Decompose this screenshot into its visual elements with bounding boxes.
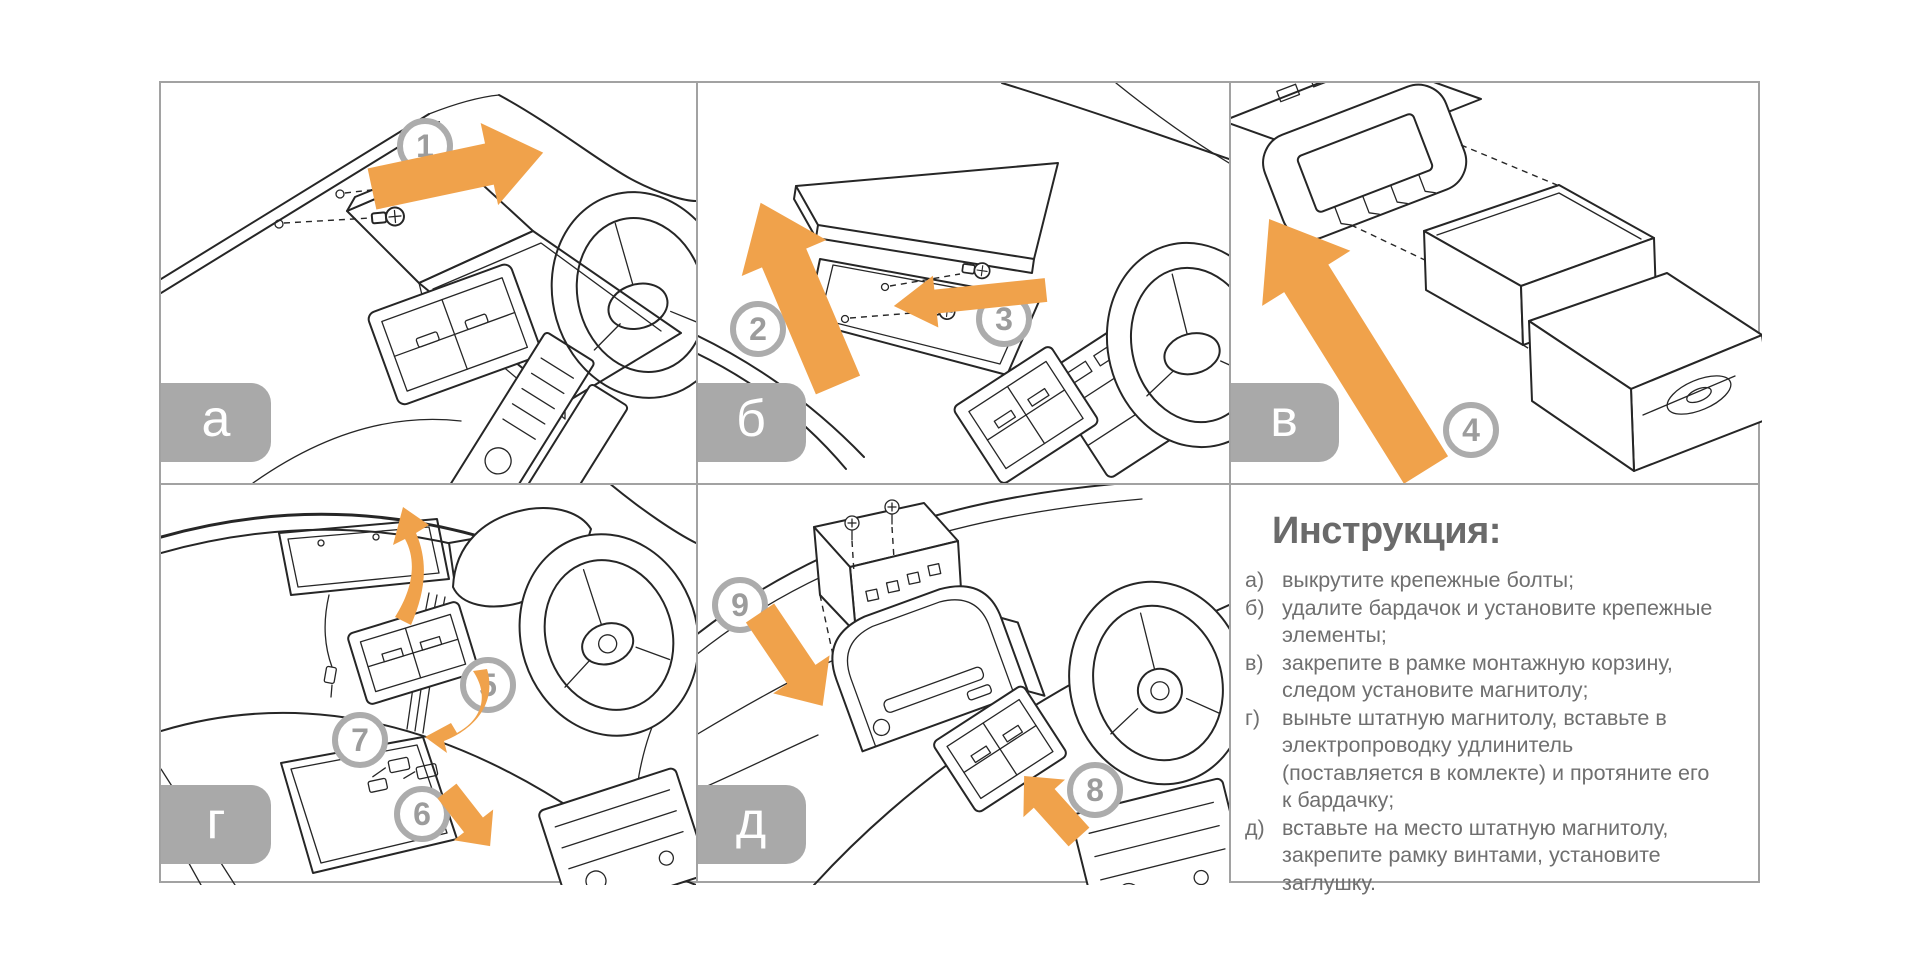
panel-label-a: а (161, 383, 271, 462)
diagram-frame: 1 а (159, 81, 1762, 895)
instruction-item: д) вставьте на место штатную магнитолу, … (1245, 815, 1738, 898)
plate-slots (1276, 83, 1334, 103)
step-badge-9: 9 (712, 577, 768, 633)
center-console (445, 332, 629, 483)
panel-d: 9 8 д (696, 483, 1229, 885)
step-number: 7 (351, 722, 369, 758)
curved-arrow-up (393, 507, 429, 625)
arrow-step-5 (425, 669, 490, 753)
panel-g-illustration: 5 7 6 (161, 483, 696, 885)
arrow-step-1 (367, 122, 544, 210)
panel-label-b: б (696, 383, 806, 462)
steering-wheel (518, 533, 696, 737)
item-text: вставьте на место штатную магнитолу, зак… (1282, 815, 1669, 895)
screw-icon (370, 206, 405, 227)
item-text: удалите бардачок и установите крепежные … (1282, 595, 1713, 648)
panel-a-illustration: 1 (161, 94, 696, 483)
arrow-step-2 (741, 202, 861, 395)
panel-label-d: д (696, 785, 806, 864)
vent-grille (953, 346, 1099, 483)
step-number: 6 (413, 796, 431, 832)
item-text: закрепите в рамке монтажную корзину, сле… (1282, 650, 1673, 703)
steering-wheel (1068, 580, 1229, 786)
step-number: 4 (1462, 412, 1480, 448)
panel-v-illustration: 4 (1229, 83, 1762, 483)
arrow-step-4 (1262, 218, 1449, 483)
instructions-list: а) выкрутите крепежные болты; б) удалите… (1245, 567, 1738, 897)
panel-b: 2 3 б (696, 83, 1229, 483)
panel-g: 5 7 6 г (161, 483, 696, 885)
item-marker: д) (1245, 815, 1265, 840)
head-unit (831, 585, 1046, 753)
center-console (1070, 777, 1229, 885)
item-text: выньте штатную магнитолу, вставьте в эле… (1282, 705, 1710, 813)
step-badge-6: 6 (394, 786, 450, 842)
instructions-panel: Инструкция: а) выкрутите крепежные болты… (1229, 483, 1762, 895)
instructions-title: Инструкция: (1272, 510, 1501, 552)
vent-grille (347, 601, 479, 705)
panel-v: 4 в (1229, 83, 1762, 483)
arrow-step-9 (745, 603, 830, 706)
exploded-view-line-art (1229, 83, 1762, 472)
item-marker: а) (1245, 568, 1265, 592)
item-marker: в) (1245, 650, 1264, 675)
step-number: 9 (731, 587, 749, 623)
steering-wheel (1105, 241, 1229, 449)
screw-icon (961, 262, 991, 280)
step-number: 3 (995, 301, 1013, 337)
column-divider (1229, 83, 1231, 881)
dashboard-line-art (696, 83, 1229, 483)
instruction-item: б) удалите бардачок и установите крепежн… (1245, 595, 1738, 650)
arrow-step-8 (1023, 776, 1090, 847)
step-number: 2 (749, 311, 767, 347)
wiring-connectors (367, 756, 439, 793)
item-text: выкрутите крепежные болты; (1282, 568, 1575, 592)
panel-d-illustration: 9 8 (696, 483, 1229, 885)
vent-grille (933, 685, 1067, 813)
arrow-step-6 (437, 783, 494, 847)
panel-b-illustration: 2 3 (696, 83, 1229, 483)
panel-a: 1 а (161, 83, 696, 483)
screw-icon (884, 499, 900, 525)
row-divider (161, 483, 1758, 485)
panel-label-v: в (1229, 383, 1339, 462)
panel-label-g: г (161, 785, 271, 864)
steering-wheel (550, 191, 696, 399)
center-console (538, 767, 696, 885)
item-marker: б) (1245, 595, 1265, 620)
step-badge-7: 7 (332, 712, 388, 768)
column-divider (696, 83, 698, 881)
step-number: 8 (1086, 772, 1104, 808)
vent-grille (367, 263, 542, 406)
dashboard-line-art (696, 483, 1229, 885)
step-badge-8: 8 (1067, 762, 1123, 818)
instruction-item: г) выньте штатную магнитолу, вставьте в … (1245, 705, 1738, 815)
step-badge-2: 2 (730, 301, 786, 357)
item-marker: г) (1245, 705, 1261, 730)
step-badge-4: 4 (1443, 402, 1499, 458)
dashboard-line-art (161, 483, 696, 885)
instruction-item: а) выкрутите крепежные болты; (1245, 567, 1738, 595)
trim-frame (1262, 83, 1468, 241)
instruction-item: в) закрепите в рамке монтажную корзину, … (1245, 650, 1738, 705)
screw-icon (844, 515, 860, 541)
step-number: 1 (416, 128, 434, 164)
arrow-step-3 (893, 275, 1048, 328)
